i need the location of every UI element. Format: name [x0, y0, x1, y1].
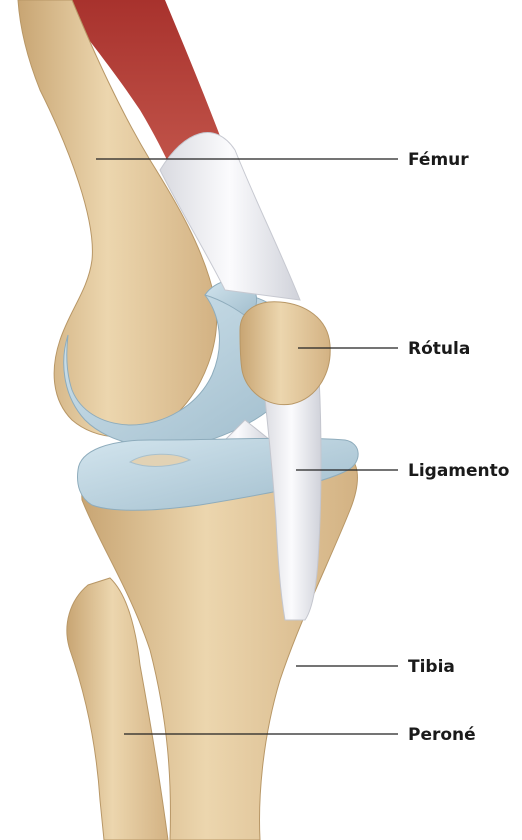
- perone-label: Peroné: [408, 725, 476, 745]
- patella-bone: [240, 302, 330, 405]
- rotula-label: Rótula: [408, 339, 470, 359]
- femur-label: Fémur: [408, 150, 469, 170]
- tibia-label: Tibia: [408, 657, 455, 677]
- ligamento-label: Ligamento: [408, 461, 509, 481]
